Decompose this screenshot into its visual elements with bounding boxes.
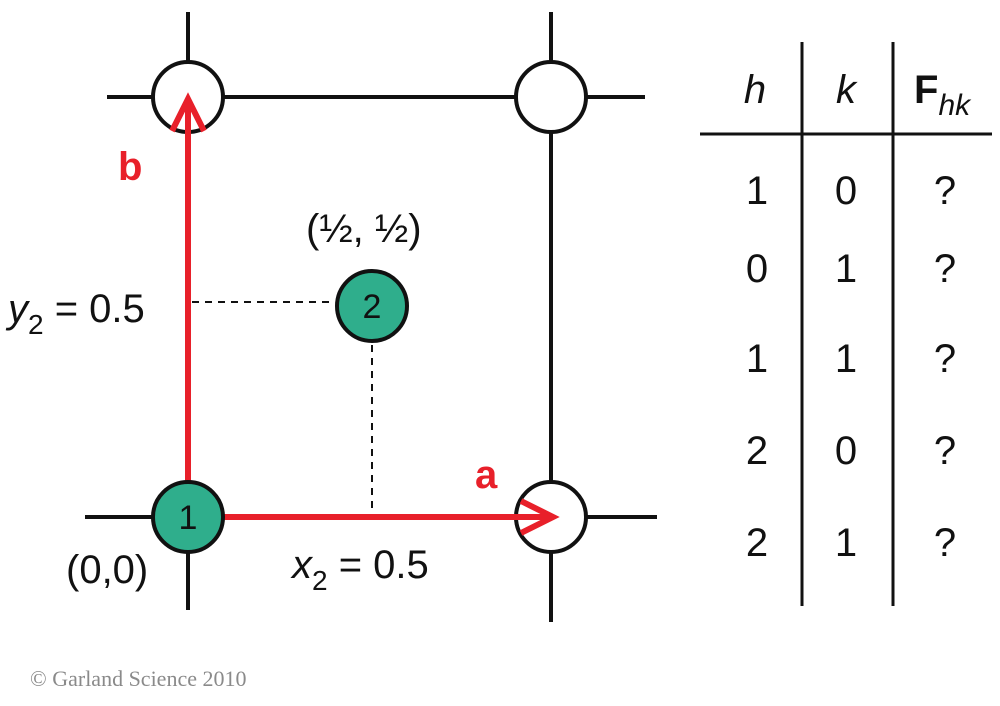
table-cell-k: 1: [835, 247, 857, 291]
table-cell-h: 1: [746, 337, 768, 381]
table-header-h: h: [744, 68, 766, 112]
atom-1: 1: [151, 480, 225, 554]
table-row: 2 0 ?: [746, 429, 956, 473]
table-header-F: Fhk: [914, 68, 972, 122]
table-cell-f: ?: [934, 521, 956, 565]
axis-b-arrowhead: [169, 92, 207, 133]
axis-arrows: [169, 92, 560, 536]
table-cell-h: 2: [746, 429, 768, 473]
axis-a-arrowhead: [519, 498, 560, 536]
table-cell-k: 1: [835, 521, 857, 565]
table-row: 2 1 ?: [746, 521, 956, 565]
table-cell-f: ?: [934, 429, 956, 473]
table-cell-h: 2: [746, 521, 768, 565]
table-cell-k: 0: [835, 169, 857, 213]
table-cell-f: ?: [934, 247, 956, 291]
copyright-credit: © Garland Science 2010: [30, 666, 246, 691]
x2-label: x2 = 0.5: [290, 543, 429, 596]
atom-2-coordinate: (½, ½): [306, 207, 422, 251]
projection-lines: [192, 301, 373, 510]
table-row: 0 1 ?: [746, 247, 956, 291]
table-header-k: k: [836, 68, 858, 112]
axis-a-label: a: [475, 453, 498, 497]
atom-2-circle: [335, 269, 409, 343]
table-row: 1 1 ?: [746, 337, 956, 381]
table-row: 1 0 ?: [746, 169, 956, 213]
atom-2: 2: [335, 269, 409, 343]
table-cell-f: ?: [934, 169, 956, 213]
table-cell-k: 0: [835, 429, 857, 473]
y2-label: y2 = 0.5: [5, 287, 145, 340]
atom-2-label: 2: [363, 288, 382, 326]
origin-coordinate: (0,0): [66, 548, 148, 592]
table-cell-h: 1: [746, 169, 768, 213]
table-rules: [700, 42, 992, 606]
atom-top-right: [514, 60, 588, 134]
table-cell-h: 0: [746, 247, 768, 291]
table-cell-f: ?: [934, 337, 956, 381]
atom-1-circle: [151, 480, 225, 554]
structure-factor-table: h k Fhk 1 0 ? 0 1 ? 1 1 ? 2 0 ? 2 1 ?: [700, 42, 992, 606]
atom-1-label: 1: [179, 499, 198, 537]
table-cell-k: 1: [835, 337, 857, 381]
axis-b-label: b: [118, 145, 142, 189]
